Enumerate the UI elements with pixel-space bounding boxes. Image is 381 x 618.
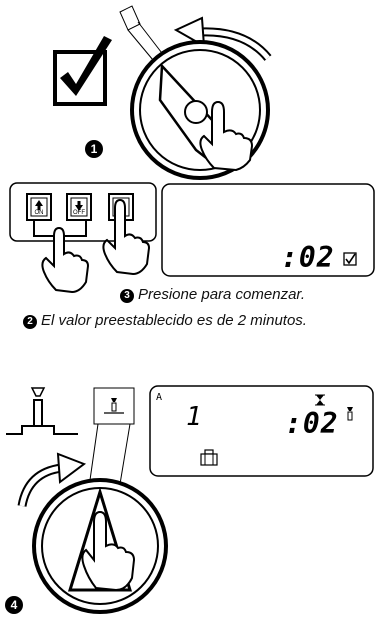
sprinkler-small-icon bbox=[347, 407, 353, 421]
pointing-hand-icon bbox=[199, 100, 254, 172]
display-1-time: :02 bbox=[281, 241, 335, 274]
lcd-display-1 bbox=[161, 183, 375, 277]
step-2-text: El valor preestablecido es de 2 minutos. bbox=[41, 312, 307, 329]
pointing-hand-icon bbox=[41, 226, 90, 294]
checkmark-icon bbox=[53, 36, 112, 106]
pointing-hand-icon bbox=[102, 198, 151, 276]
rotate-arrow-icon bbox=[17, 452, 87, 507]
hourglass-icon bbox=[315, 394, 325, 406]
display-2-station: 1 bbox=[186, 402, 202, 432]
step-4-number: 4 bbox=[5, 596, 23, 614]
valve-icon bbox=[200, 449, 218, 466]
on-button-label: ON bbox=[34, 210, 44, 216]
display-2-marker: A bbox=[156, 392, 163, 403]
step-3-number: 3 bbox=[120, 289, 134, 303]
step-3-caption: 3 Presione para comenzar. bbox=[120, 286, 305, 303]
lcd-display-2 bbox=[149, 385, 374, 477]
on-button bbox=[26, 193, 52, 221]
rotate-arrow-icon bbox=[173, 16, 272, 61]
sprinkler-icon bbox=[6, 387, 78, 435]
display-2-time: :02 bbox=[285, 407, 339, 440]
step-2-number: 2 bbox=[23, 315, 37, 329]
sprinkler-small-icon bbox=[111, 398, 117, 412]
pointing-hand-icon bbox=[81, 510, 136, 592]
step-3-text: Presione para comenzar. bbox=[138, 286, 306, 303]
step-2-caption: 2 El valor preestablecido es de 2 minutos… bbox=[23, 312, 307, 329]
off-button bbox=[66, 193, 92, 221]
step-1-number: 1 bbox=[85, 140, 103, 158]
checkbox-icon bbox=[343, 252, 357, 266]
off-button-label: OFF bbox=[73, 210, 85, 216]
